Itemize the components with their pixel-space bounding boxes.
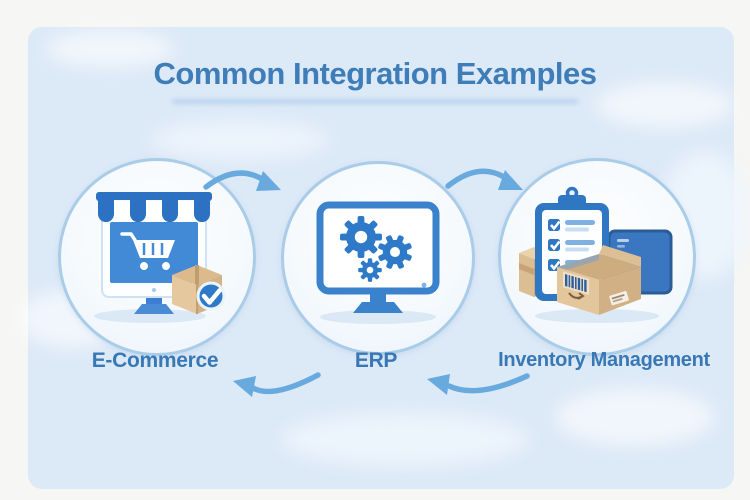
cloud-shape <box>150 120 330 160</box>
node-circle-erp <box>281 161 475 355</box>
node-label-erp: ERP <box>354 349 398 372</box>
shipping-label-icon <box>609 290 629 306</box>
gear-icon <box>378 235 412 269</box>
title-underline-decoration <box>172 99 578 104</box>
node-circle-inventory <box>498 158 696 356</box>
checklist-clipboard-icon <box>535 186 609 301</box>
node-label-inventory: Inventory Management <box>498 349 710 371</box>
checkbox-icon <box>548 219 595 232</box>
node-circle-ecommerce <box>58 158 256 356</box>
icon-shadow <box>320 310 436 325</box>
ecommerce-storefront-icon <box>94 192 226 324</box>
barcode-box-icon <box>557 245 641 315</box>
cloud-shape <box>555 388 715 446</box>
gear-icon <box>358 258 382 282</box>
package-box-icon <box>172 265 226 315</box>
erp-monitor-icon <box>316 201 440 314</box>
inventory-clipboard-boxes-icon <box>519 186 673 323</box>
checkmark-badge-icon <box>196 281 226 311</box>
cloud-shape <box>595 82 735 128</box>
checkbox-icon <box>548 239 595 252</box>
erp-gears-monitor-icon <box>316 201 440 325</box>
diagram-title: Common Integration Examples <box>153 56 597 91</box>
cloud-shape <box>45 30 175 68</box>
icon-shadow <box>535 309 659 323</box>
gear-icon <box>340 216 382 259</box>
cloud-shape <box>280 412 530 467</box>
handling-mark-icon <box>568 292 585 300</box>
shopping-cart-icon <box>120 232 175 271</box>
node-label-ecommerce: E-Commerce <box>91 349 219 372</box>
store-awning-icon <box>96 192 212 223</box>
icon-shadow <box>94 309 206 324</box>
barcode-icon <box>563 271 589 295</box>
